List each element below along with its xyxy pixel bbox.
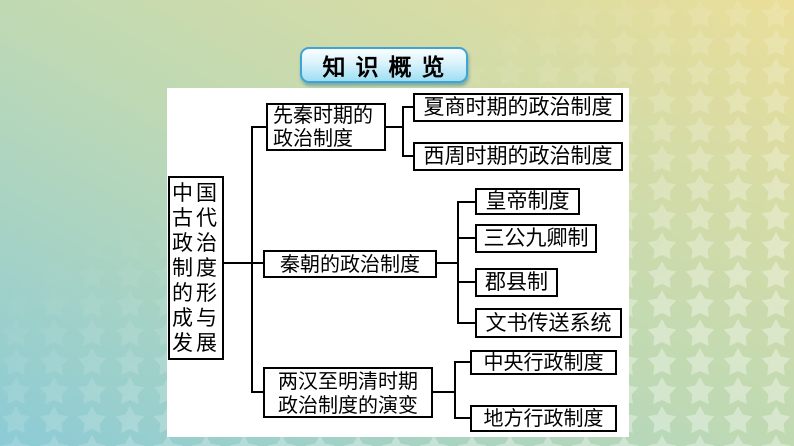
connector-line (386, 126, 404, 128)
connector-line (454, 361, 456, 419)
leaf-node-document-transmission: 文书传送系统 (475, 308, 622, 338)
root-node-row: 发展 (172, 330, 220, 355)
slide-title: 知 识 概 览 (322, 54, 446, 81)
branch-node-han-to-qing-line: 政治制度的演变 (278, 392, 418, 417)
connector-line (402, 106, 414, 108)
root-node-row: 制度 (172, 255, 220, 280)
root-node-row: 古代 (172, 205, 220, 230)
connector-line (457, 201, 459, 324)
leaf-node-emperor-system: 皇帝制度 (475, 188, 580, 215)
root-node-row: 中国 (172, 180, 220, 205)
leaf-node-commandery-county: 郡县制 (475, 268, 558, 297)
root-node-row: 成与 (172, 305, 220, 330)
leaf-node-local-admin: 地方行政制度 (470, 405, 617, 432)
branch-node-pre-qin: 先秦时期的 政治制度 (266, 103, 386, 151)
connector-line (437, 262, 459, 264)
connector-line (402, 106, 404, 157)
branch-node-pre-qin-line: 先秦时期的 (273, 103, 373, 127)
connector-line (457, 237, 476, 239)
connector-line (457, 322, 476, 324)
connector-line (251, 126, 267, 128)
root-node-row: 政治 (172, 230, 220, 255)
connector-line (454, 417, 471, 419)
connector-line (454, 361, 471, 363)
branch-node-han-to-qing: 两汉至明清时期 政治制度的演变 (263, 367, 433, 418)
connector-line (251, 126, 253, 393)
leaf-node-western-zhou: 西周时期的政治制度 (413, 142, 623, 171)
root-node-row: 的形 (172, 280, 220, 305)
leaf-node-three-lords-nine-ministers: 三公九卿制 (475, 224, 597, 253)
connector-line (224, 262, 264, 264)
root-node: 中国 古代 政治 制度 的形 成与 发展 (168, 176, 224, 360)
branch-node-qin: 秦朝的政治制度 (263, 250, 437, 278)
branch-node-han-to-qing-line: 两汉至明清时期 (278, 368, 418, 393)
connector-line (251, 391, 264, 393)
connector-line (457, 201, 476, 203)
branch-node-pre-qin-line: 政治制度 (273, 126, 353, 150)
connector-line (433, 391, 456, 393)
connector-line (457, 281, 476, 283)
leaf-node-central-admin: 中央行政制度 (470, 350, 617, 375)
slide-title-badge: 知 识 概 览 (300, 47, 468, 83)
leaf-node-xia-shang: 夏商时期的政治制度 (413, 93, 623, 122)
connector-line (402, 155, 414, 157)
